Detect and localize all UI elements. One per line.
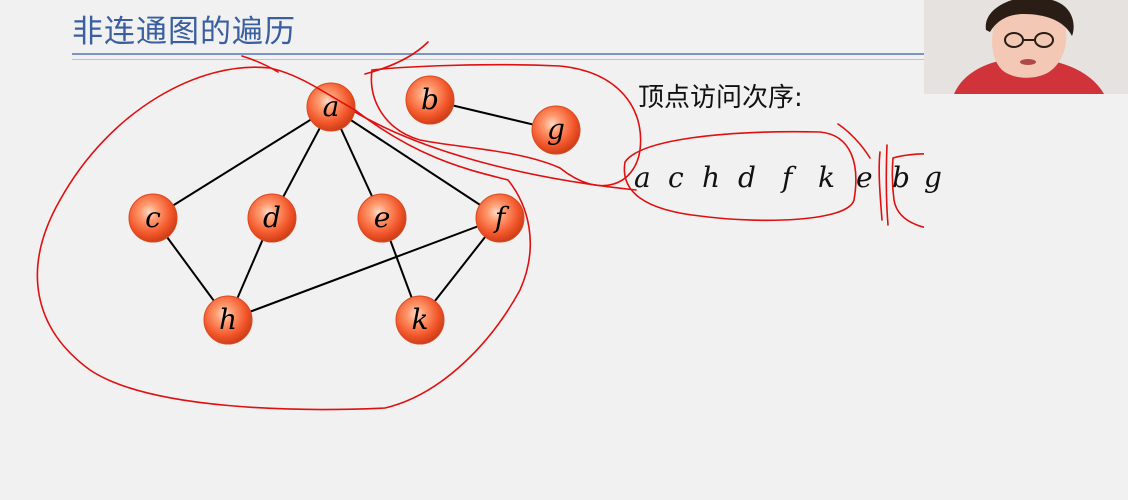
presenter-video-icon bbox=[924, 0, 1128, 94]
vertex-circle-c bbox=[128, 193, 178, 243]
vertex-circle-d bbox=[247, 193, 297, 243]
visit-order-item: g bbox=[924, 161, 942, 194]
vertex-label-d: d bbox=[263, 201, 281, 234]
visit-order-item: c bbox=[668, 161, 684, 194]
vertex-circle-f bbox=[475, 193, 525, 243]
edge-h-f bbox=[227, 217, 501, 321]
annotation-circle-second-part bbox=[891, 153, 924, 229]
annotation-circle-component-1 bbox=[36, 66, 532, 411]
annotation-circle-first-part bbox=[623, 130, 857, 222]
visit-order-item: b bbox=[892, 161, 910, 194]
vertex-e: e bbox=[357, 193, 407, 243]
vertex-b: b bbox=[405, 75, 455, 125]
annotation-arrow-to-sequence bbox=[354, 111, 637, 191]
visit-order-item: k bbox=[818, 161, 835, 194]
vertex-label-k: k bbox=[412, 303, 429, 336]
visit-order-item: e bbox=[856, 161, 873, 194]
vertex-label-a: a bbox=[323, 90, 340, 123]
title-divider-secondary bbox=[72, 59, 924, 60]
vertex-circle-g bbox=[531, 105, 581, 155]
vertex-d: d bbox=[247, 193, 297, 243]
visit-order-item: f bbox=[782, 161, 793, 194]
vertex-circle-e bbox=[357, 193, 407, 243]
edge-a-c bbox=[152, 106, 332, 219]
annotation-circle-component-2 bbox=[370, 63, 642, 187]
annotation-tick-left bbox=[837, 123, 871, 159]
title-divider bbox=[72, 53, 924, 55]
vertex-label-h: h bbox=[219, 303, 237, 336]
vertex-circle-a bbox=[306, 82, 356, 132]
visit-order-item: d bbox=[738, 161, 756, 194]
graph-diagram: a b c d e f g h k bbox=[36, 41, 924, 411]
edge-a-f bbox=[330, 106, 501, 219]
visit-order-item: a bbox=[634, 161, 651, 194]
vertex-circle-k bbox=[395, 295, 445, 345]
vertex-k: k bbox=[395, 295, 445, 345]
nodes-layer: a b c d e f g h k bbox=[128, 75, 581, 345]
vertex-circle-b bbox=[405, 75, 455, 125]
annotation-separator-1 bbox=[878, 151, 883, 221]
vertex-h: h bbox=[203, 295, 253, 345]
vertex-a: a bbox=[306, 82, 356, 132]
vertex-c: c bbox=[128, 193, 178, 243]
annotation-stroke-left-top bbox=[364, 41, 429, 75]
visit-order-item: h bbox=[702, 161, 721, 194]
annotation-separator-2 bbox=[885, 144, 889, 226]
vertex-label-e: e bbox=[374, 201, 391, 234]
vertex-circle-h bbox=[203, 295, 253, 345]
vertex-label-g: g bbox=[547, 113, 565, 146]
vertex-f: f bbox=[475, 193, 525, 243]
slide-title: 非连通图的遍历 bbox=[72, 14, 296, 50]
visit-order-heading: 顶点访问次序: bbox=[638, 83, 803, 113]
vertex-label-b: b bbox=[421, 83, 439, 116]
vertex-g: g bbox=[531, 105, 581, 155]
vertex-label-c: c bbox=[145, 201, 161, 234]
annotations-layer bbox=[36, 41, 924, 411]
annotation-stroke-top bbox=[241, 55, 279, 73]
